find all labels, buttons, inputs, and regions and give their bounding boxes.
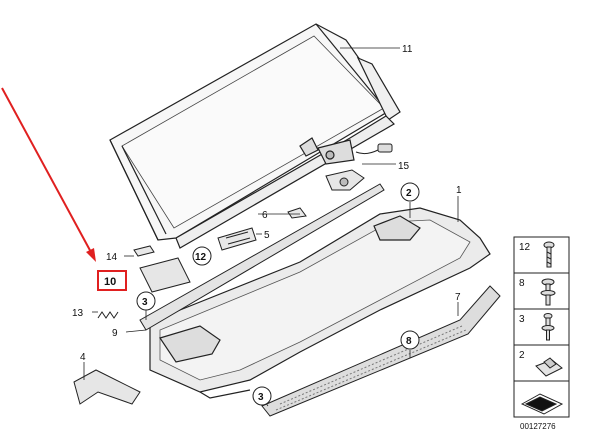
red-pointer-arrow [1, 87, 96, 262]
part-connector [355, 143, 393, 155]
circled-callout-12: 12 [195, 252, 207, 263]
part-bracket-4 [73, 369, 141, 405]
part-clip-6 [287, 207, 307, 219]
part-cover-10 [139, 257, 191, 293]
circled-callouts: 2 12 3 8 3 [136, 182, 420, 406]
fastener-cell-12 [513, 236, 570, 274]
callout-11: 11 [402, 44, 413, 55]
screw-washer-icon [541, 313, 555, 341]
fastener-label-3: 3 [519, 314, 525, 325]
callout-4: 4 [80, 352, 86, 363]
callout-15: 15 [398, 161, 410, 172]
circled-callout-3-bottom: 3 [258, 392, 264, 403]
fastener-panel: 12 8 3 2 [513, 236, 570, 431]
circled-callout-8: 8 [406, 336, 412, 347]
part-14 [133, 245, 155, 257]
callout-9: 9 [112, 328, 118, 339]
fastener-cell-3 [513, 308, 570, 346]
fastener-cell-2 [513, 344, 570, 382]
callout-labels: 11 15 1 6 5 14 13 9 4 7 [72, 44, 462, 363]
callout-10: 10 [104, 276, 116, 288]
fastener-cell-8 [513, 272, 570, 310]
clip-nut-icon [535, 357, 563, 377]
screw-icon [540, 278, 556, 306]
circled-callout-3-left: 3 [142, 297, 148, 308]
ramp-arrow-icon [520, 393, 564, 415]
part-grille-5 [217, 227, 257, 251]
reference-number: 00127276 [520, 422, 556, 431]
part-grille-7 [261, 285, 501, 417]
part-bracket [325, 169, 365, 191]
callout-6: 6 [262, 210, 268, 221]
fastener-label-12: 12 [519, 242, 531, 253]
part-parcel-shelf [149, 207, 491, 399]
callout-14: 14 [106, 252, 118, 263]
fastener-label-2: 2 [519, 350, 525, 361]
callout-1: 1 [456, 185, 462, 196]
callout-5: 5 [264, 230, 270, 241]
circled-callout-2: 2 [406, 188, 412, 199]
part-rail-9 [139, 183, 385, 331]
fastener-label-8: 8 [519, 278, 525, 289]
part-roller-blind [109, 23, 401, 249]
bolt-icon [543, 241, 555, 268]
callout-7: 7 [455, 292, 461, 303]
callout-10-highlight: 10 [97, 270, 127, 291]
part-spring-13 [97, 311, 119, 319]
callout-13: 13 [72, 308, 84, 319]
